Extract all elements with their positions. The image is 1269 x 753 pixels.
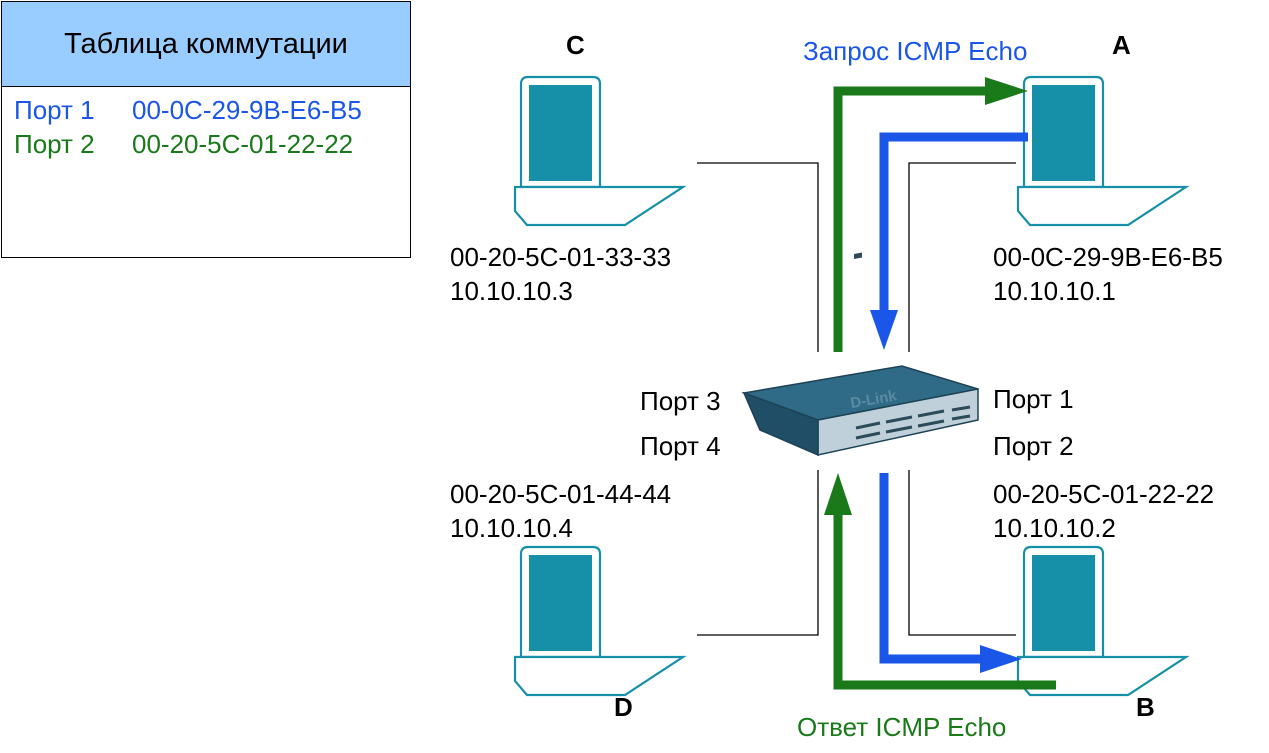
host-b-name: B <box>1136 692 1155 722</box>
laptop-c-icon <box>513 75 687 227</box>
table-row-mac: 00-0C-29-9B-E6-B5 <box>132 95 362 125</box>
laptop-a-icon <box>1016 75 1190 227</box>
reply-label: Ответ ICMP Echo <box>797 712 1007 742</box>
laptop-d-icon <box>513 545 687 697</box>
cable-lines <box>697 162 1016 636</box>
table-row-mac: 00-20-5C-01-22-22 <box>132 129 354 159</box>
laptop-b-icon <box>1016 545 1190 697</box>
switch-ports <box>855 405 971 440</box>
host-a-ip: 10.10.10.1 <box>993 276 1116 306</box>
request-label: Запрос ICMP Echo <box>803 36 1028 66</box>
host-c-ip: 10.10.10.3 <box>450 276 573 306</box>
table-row-port: Порт 2 <box>14 129 95 159</box>
host-a-name: A <box>1112 30 1131 60</box>
switch-port-4-label: Порт 4 <box>640 431 721 461</box>
switching-table: Таблица коммутации Порт 1 00-0C-29-9B-E6-… <box>1 1 411 258</box>
host-d-mac: 00-20-5C-01-44-44 <box>450 479 672 509</box>
switch-icon: D-Link <box>741 252 979 457</box>
host-b-ip: 10.10.10.2 <box>993 513 1116 543</box>
switch-port-1-label: Порт 1 <box>993 384 1074 414</box>
switch-port-3-label: Порт 3 <box>640 386 721 416</box>
host-d-name: D <box>614 692 633 722</box>
host-b-mac: 00-20-5C-01-22-22 <box>993 479 1215 509</box>
table-row-port: Порт 1 <box>14 95 95 125</box>
request-arrow <box>870 132 1028 673</box>
host-d-ip: 10.10.10.4 <box>450 513 573 543</box>
reply-arrow <box>824 77 1056 690</box>
table-row: Порт 2 00-20-5C-01-22-22 <box>14 129 353 160</box>
host-c-name: C <box>566 30 585 60</box>
switching-table-title: Таблица коммутации <box>2 2 410 87</box>
switch-port-2-label: Порт 2 <box>993 431 1074 461</box>
host-c-mac: 00-20-5C-01-33-33 <box>450 242 672 272</box>
host-a-mac: 00-0C-29-9B-E6-B5 <box>993 242 1223 272</box>
table-row: Порт 1 00-0C-29-9B-E6-B5 <box>14 95 362 126</box>
